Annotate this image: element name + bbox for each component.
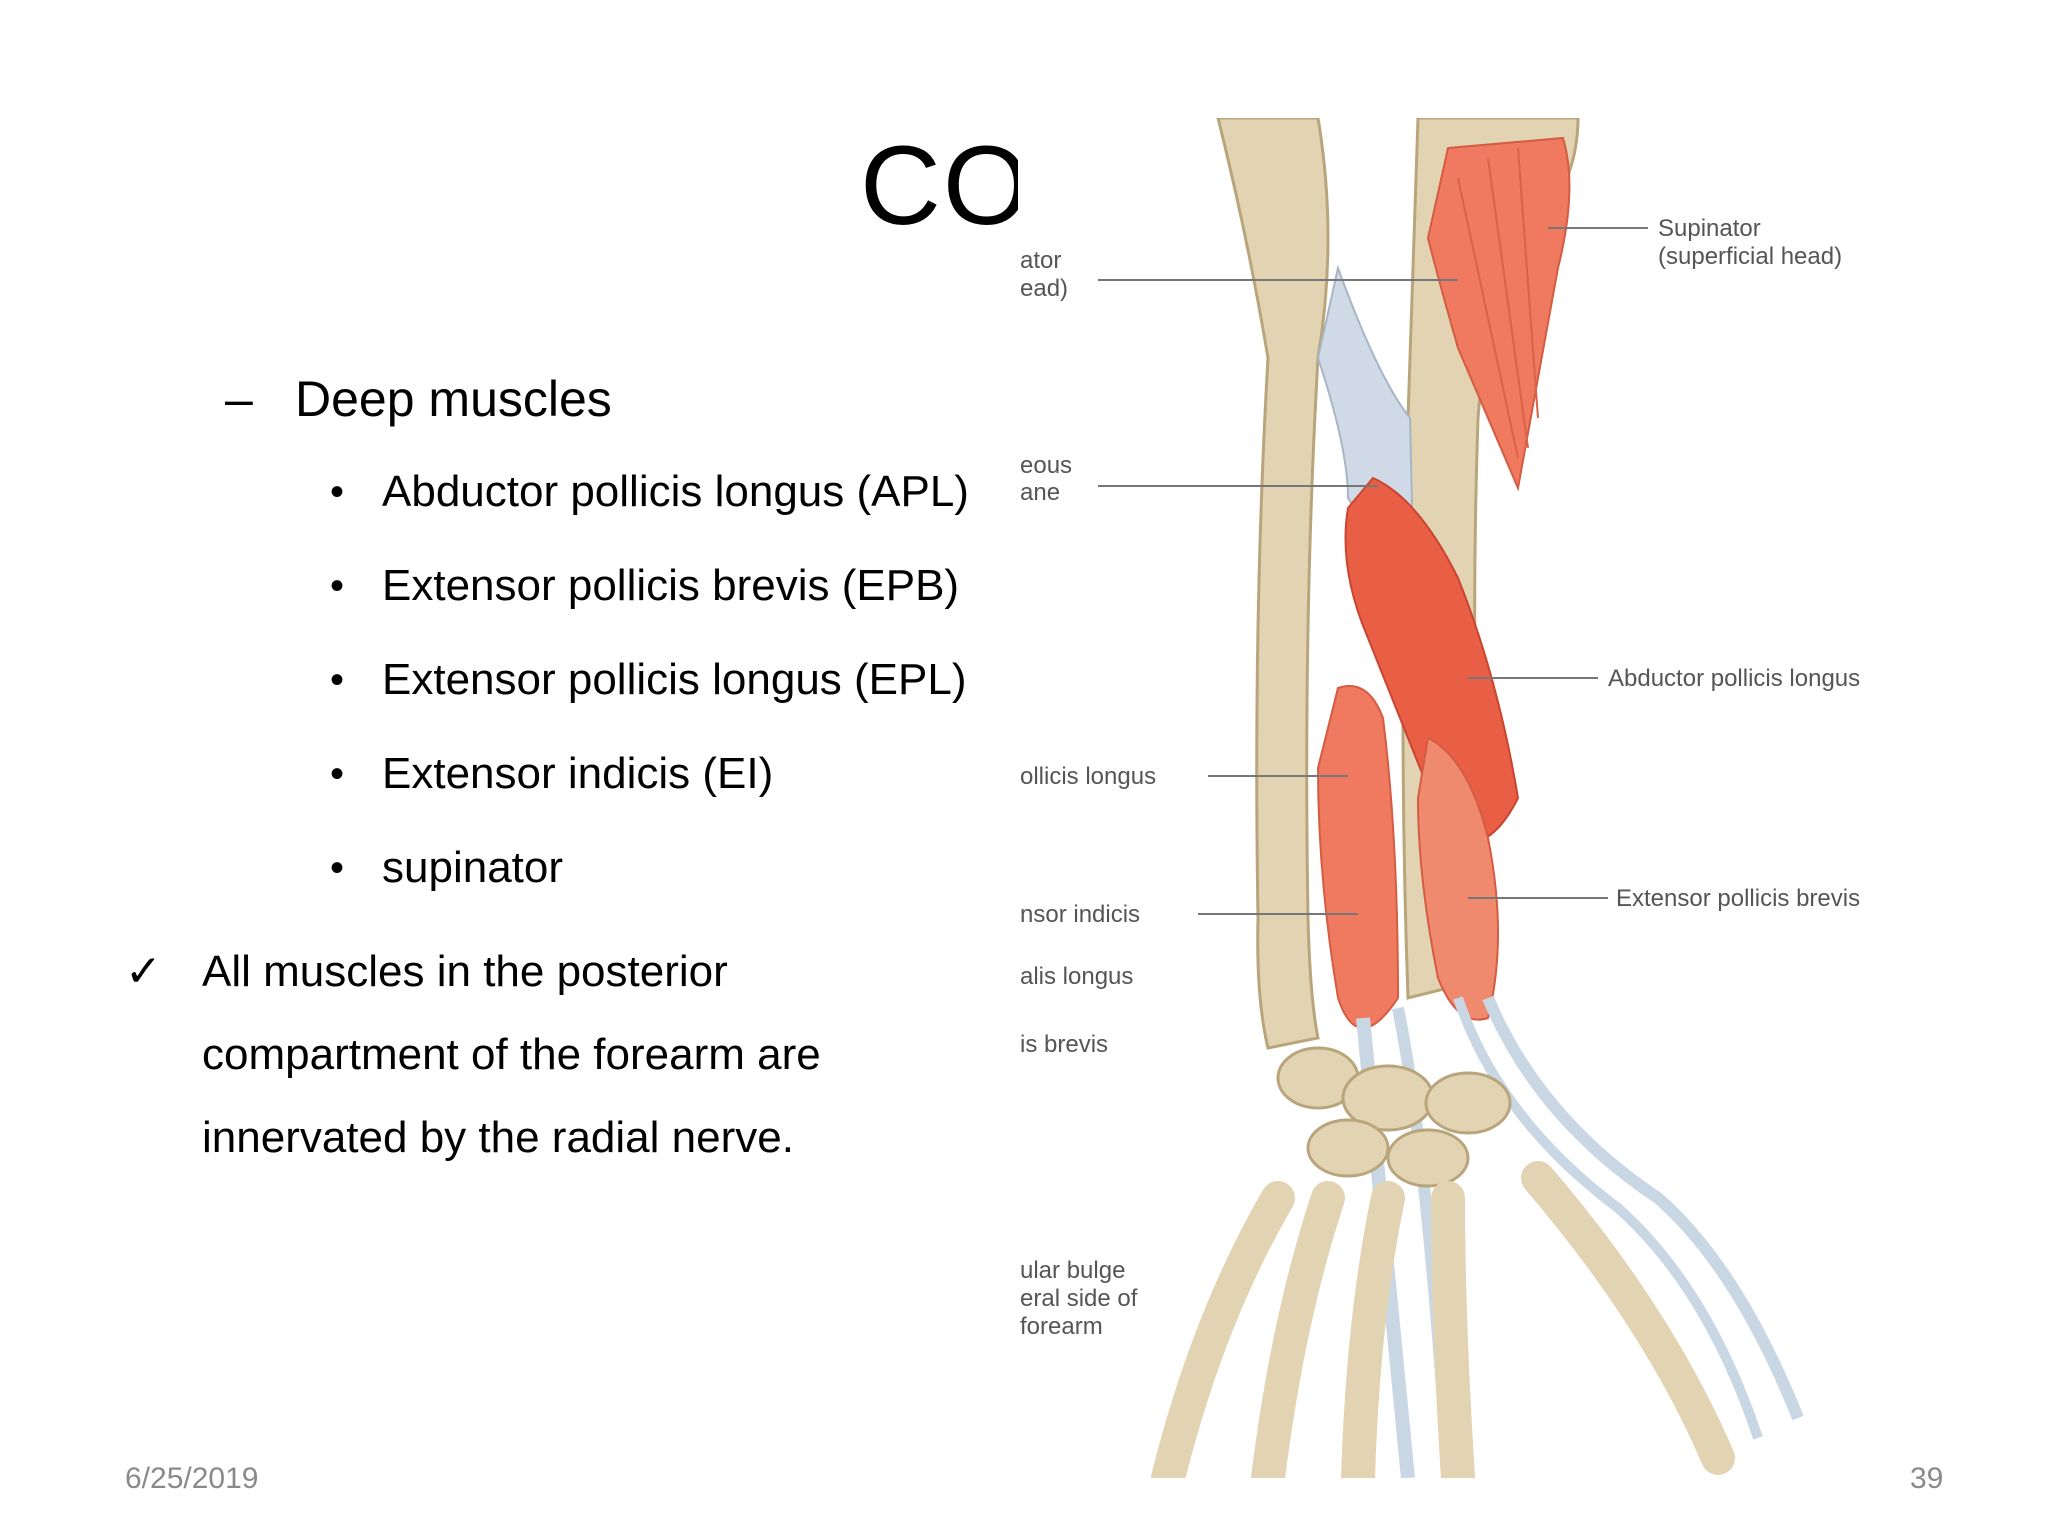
slide-title: CO [860,123,1032,248]
metacarpal-bone [1251,1181,1345,1478]
extensor-pollicis-brevis-muscle [1416,736,1499,1021]
list-item: • Extensor pollicis longus (EPL) [330,650,969,744]
figure-label: is brevis [1020,1031,1108,1058]
check-note: ✓ All muscles in the posterior compartme… [125,930,985,1179]
list-item-text: Extensor pollicis longus (EPL) [382,655,967,704]
tendon-3 [1482,995,1804,1421]
metacarpal-bone [1431,1181,1475,1478]
figure-label: ator [1020,247,1061,274]
list-item-text: Abductor pollicis longus (APL) [382,467,969,516]
figure-label: eral side of [1020,1285,1138,1312]
figure-label: ollicis longus [1020,763,1156,790]
carpal-bone [1386,1128,1470,1188]
list-item-text: supinator [382,843,564,892]
list-item-text: Extensor indicis (EI) [382,749,774,798]
thumb-bone [1521,1161,1735,1475]
figure-label: forearm [1020,1313,1103,1340]
forearm-illustration: ator ead) eous ane ollicis longus nsor i… [1020,118,1860,1478]
figure-label: ead) [1020,275,1068,302]
muscle-list: • Abductor pollicis longus (APL) • Extenso… [330,462,969,932]
ulna-bone [1216,118,1330,1050]
figure-label: ane [1020,479,1060,506]
bullet-marker: • [330,752,345,796]
carpal-bone [1306,1118,1390,1178]
figure-label: nsor indicis [1020,901,1140,928]
carpal-bone [1424,1071,1512,1135]
list-item: • Extensor indicis (EI) [330,744,969,838]
checkmark-icon: ✓ [125,947,162,996]
figure-label: ular bulge [1020,1257,1125,1284]
bullet-marker: • [330,658,345,702]
footer-date: 6/25/2019 [125,1462,259,1495]
figure-label: eous [1020,452,1072,479]
bullet-marker: • [330,846,345,890]
extensor-pollicis-longus-muscle [1316,685,1400,1029]
list-item-text: Extensor pollicis brevis (EPB) [382,561,960,610]
dash-marker: – [225,371,253,427]
metacarpal-bone [1151,1181,1295,1478]
figure-label: (superficial head) [1658,243,1842,270]
figure-label: Supinator [1658,215,1761,242]
list-item: • Extensor pollicis brevis (EPB) [330,556,969,650]
level2-item: –Deep muscles [225,370,612,428]
metacarpal-bone [1341,1181,1405,1478]
supinator-muscle [1426,136,1571,492]
forearm-anatomy-figure: ator ead) eous ane ollicis longus nsor i… [1018,118,1948,1478]
figure-label: Abductor pollicis longus [1608,665,1860,692]
slide-number: 39 [1910,1462,1944,1495]
supinator-fibers [1457,147,1539,459]
list-item: • Abductor pollicis longus (APL) [330,462,969,556]
level2-text: Deep muscles [295,371,612,427]
bullet-marker: • [330,470,345,514]
bullet-marker: • [330,564,345,608]
tendon-4 [1453,996,1763,1440]
list-item: • supinator [330,838,969,932]
figure-label: Extensor pollicis brevis [1616,885,1860,912]
check-note-text: All muscles in the posterior compartment… [202,947,821,1162]
figure-label: alis longus [1020,963,1133,990]
